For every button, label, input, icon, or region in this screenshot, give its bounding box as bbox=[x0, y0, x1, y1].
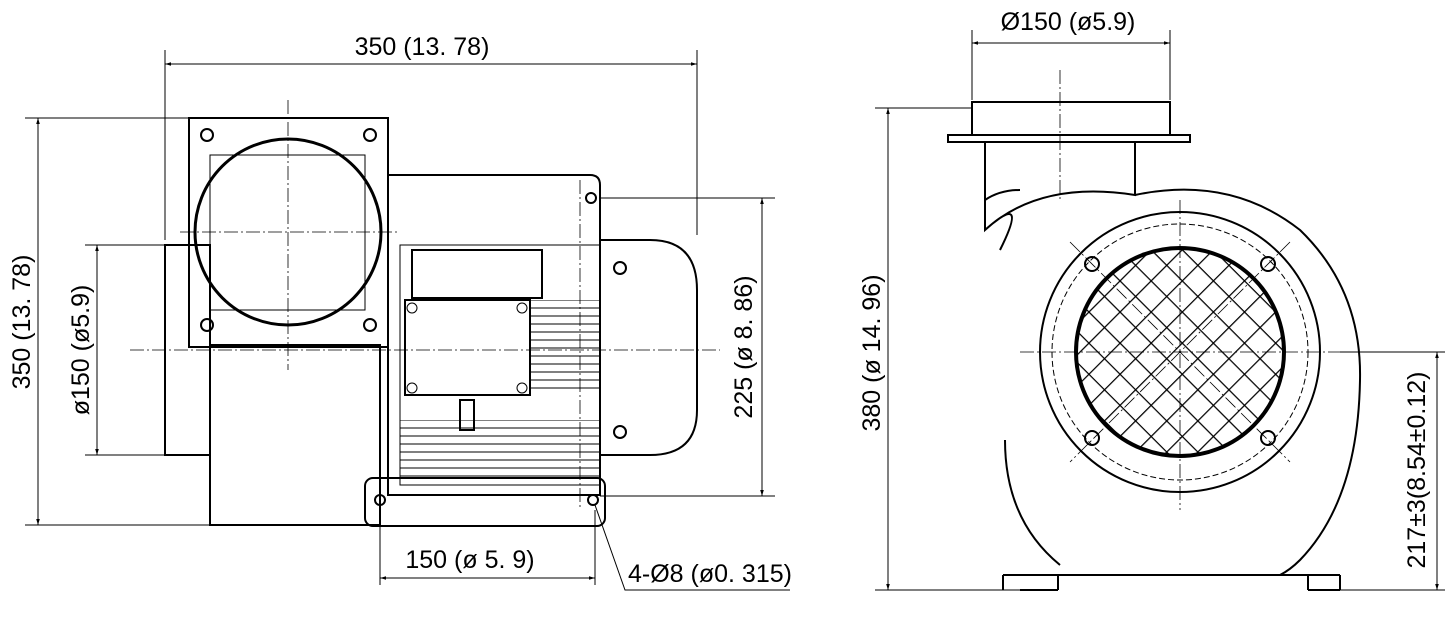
inlet-diameter-dimension: ø150 (ø5.9) bbox=[67, 285, 95, 416]
inlet-flange bbox=[188, 117, 389, 348]
cable-gland bbox=[459, 399, 475, 431]
mount-width-dimension: 150 (ø 5. 9) bbox=[405, 546, 534, 574]
hole-dimension: 4-Ø8 (ø0. 315) bbox=[628, 560, 792, 588]
height-dimension: 350 (13. 78) bbox=[8, 255, 36, 390]
scroll-housing bbox=[984, 142, 1362, 576]
capacitors bbox=[411, 249, 543, 299]
mount-plate bbox=[364, 477, 606, 527]
base-feet bbox=[1002, 574, 1341, 591]
center-height-dimension: 217±3(8.54±0.12) bbox=[1403, 371, 1431, 568]
cooling-fins-lower bbox=[400, 420, 600, 480]
outlet-diameter-dimension: Ø150 (ø5.9) bbox=[1001, 8, 1136, 36]
width-dimension: 350 (13. 78) bbox=[355, 33, 490, 61]
total-height-dimension: 380 (ø 14. 96) bbox=[858, 274, 886, 431]
outlet-flange bbox=[947, 134, 1191, 143]
mount-height-dimension: 225 (ø 8. 86) bbox=[730, 275, 758, 418]
front-view: 350 (13. 78) 350 (13. 78) ø150 (ø5.9) 22… bbox=[8, 33, 792, 591]
outlet-duct bbox=[971, 101, 1171, 136]
side-view: Ø150 (ø5.9) 380 (ø 14. 96) 217±3(8.54±0.… bbox=[858, 8, 1445, 591]
cooling-fins bbox=[530, 300, 600, 390]
screw-icons bbox=[200, 128, 627, 439]
inlet-inner-square bbox=[209, 154, 366, 311]
housing-lower bbox=[209, 344, 381, 526]
terminal-box bbox=[404, 299, 531, 396]
screw-icons bbox=[1084, 256, 1276, 446]
